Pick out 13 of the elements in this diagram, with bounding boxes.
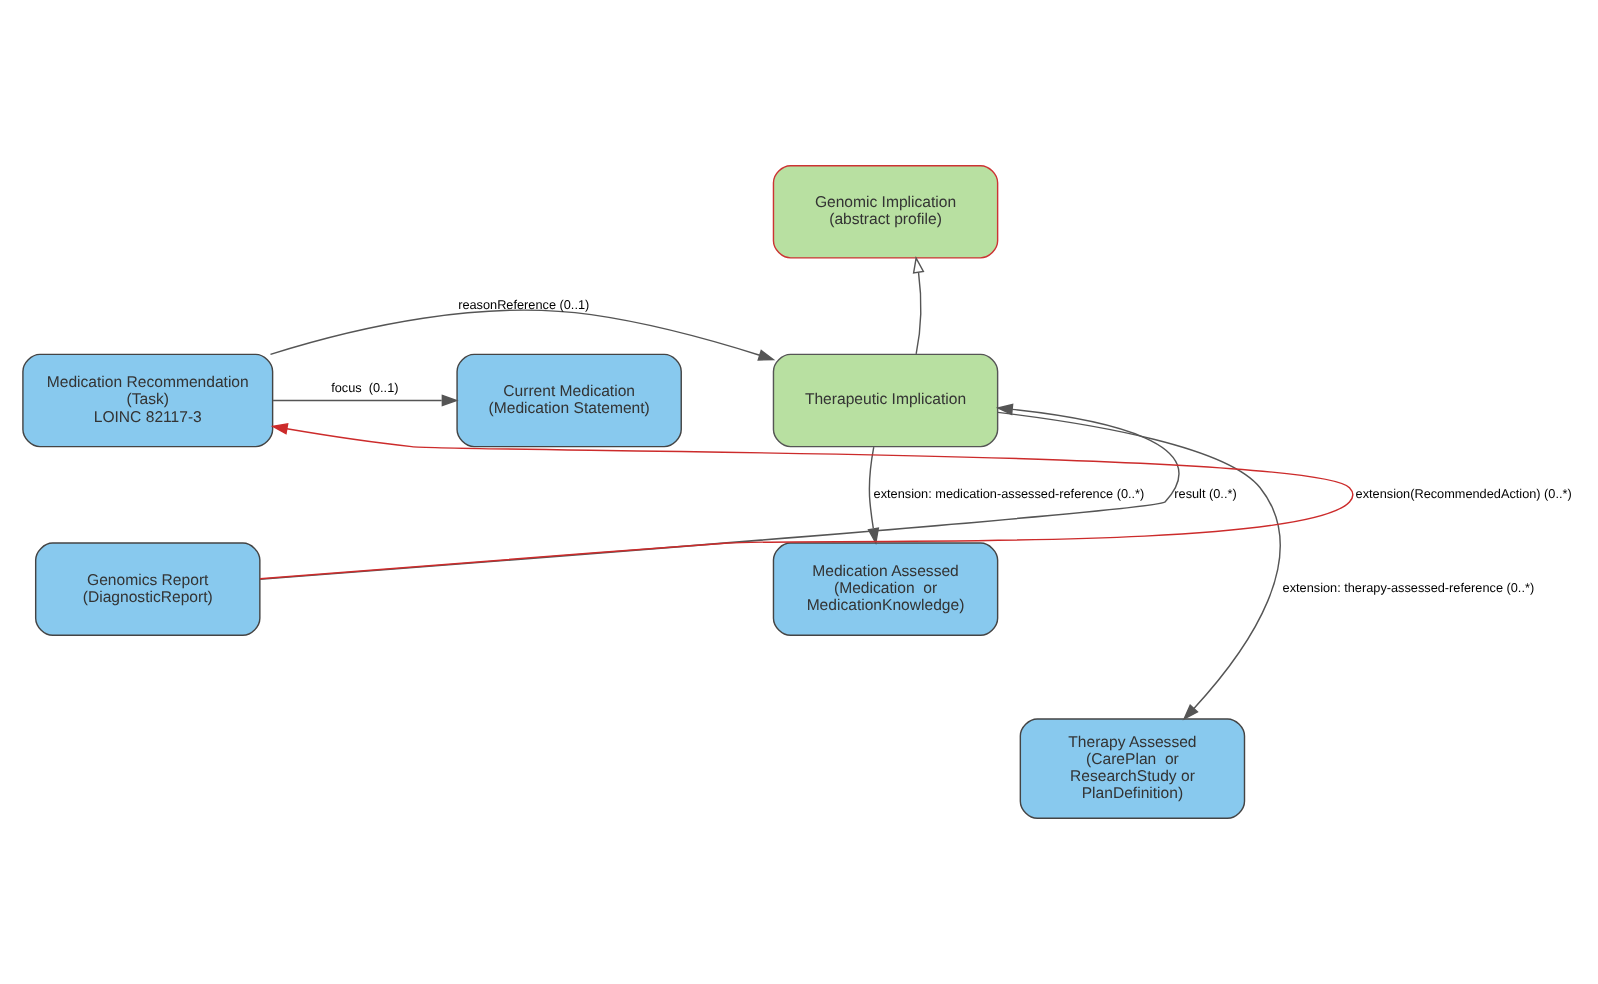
arrow [269,309,776,361]
node-box: Current Medication (Medication Statement) [456,353,682,448]
arrow [259,403,1180,580]
arrow [997,411,1281,721]
arrow [259,423,1354,580]
node-box: Medication Assessed (Medication or MedicationKnowledge) [772,542,999,636]
arrow [912,256,925,355]
node-box: Genomics Report (DiagnosticReport) [34,542,261,636]
node-box: Therapeutic Implication [772,353,999,448]
node-box: Genomic Implication (abstract profile) [772,164,999,259]
node-box: Therapy Assessed (CarePlan or ResearchStudy or PlanDefinition) [1019,718,1246,820]
arrow [272,394,459,407]
node-box: Medication Recommendation (Task) LOINC 82117-3 [22,353,274,448]
